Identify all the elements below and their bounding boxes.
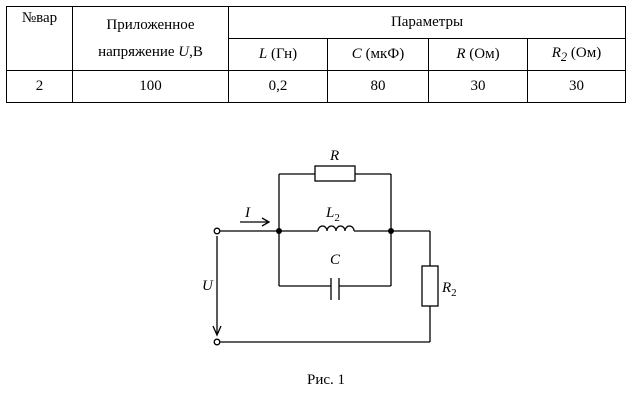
header-voltage-symbol: U — [178, 43, 190, 60]
inductor-L2 — [317, 225, 355, 232]
label-R2-sub: 2 — [451, 287, 457, 299]
cell-variant: 2 — [6, 70, 73, 103]
param-C-symbol: C — [351, 46, 362, 62]
header-variant-text: №вар — [21, 10, 58, 26]
header-param-L: L (Гн) — [228, 38, 328, 71]
header-voltage: Приложенное напряжение U,В — [72, 6, 229, 71]
figure-caption: Рис. 1 — [306, 372, 346, 388]
cell-R2: 30 — [527, 70, 626, 103]
label-L2-sub: 2 — [334, 212, 340, 224]
parameters-table: №вар Приложенное напряжение U,В Параметр… — [6, 6, 626, 103]
voltage-arrowhead — [212, 325, 222, 337]
terminal-bottom — [213, 338, 221, 346]
param-R2-symbol: R — [551, 44, 561, 61]
cell-C: 80 — [327, 70, 429, 103]
label-R2-symbol: R — [441, 280, 451, 296]
header-voltage-text: напряжение — [98, 43, 179, 60]
param-R2-unit: (Ом) — [567, 44, 602, 61]
header-param-R: R (Ом) — [428, 38, 528, 71]
label-I: I — [244, 205, 251, 221]
label-R: R — [329, 148, 339, 164]
resistor-R — [314, 165, 356, 182]
label-R2: R2 — [441, 280, 457, 299]
param-L-symbol: L — [258, 46, 268, 62]
header-voltage-unit: ,В — [189, 43, 203, 60]
cell-R: 30 — [428, 70, 528, 103]
param-C-unit: (мкФ) — [361, 46, 405, 62]
resistor-R2 — [421, 265, 439, 307]
cell-voltage: 100 — [72, 70, 229, 103]
param-L-unit: (Гн) — [267, 46, 298, 62]
param-R-symbol: R — [456, 46, 466, 62]
header-voltage-line2: напряжение U,В — [73, 44, 228, 61]
current-arrowhead — [261, 217, 271, 227]
label-U: U — [202, 278, 214, 294]
junction-left — [276, 228, 282, 234]
param-R-unit: (Ом) — [465, 46, 500, 62]
cell-L: 0,2 — [228, 70, 328, 103]
header-param-R2: R2 (Ом) — [527, 38, 626, 71]
label-L2: L2 — [325, 205, 340, 224]
header-parameters-text: Параметры — [390, 14, 464, 30]
label-C: C — [330, 252, 341, 268]
label-L2-symbol: L — [325, 205, 334, 221]
header-voltage-line1: Приложенное — [106, 16, 195, 33]
param-R2-sub: 2 — [560, 49, 568, 64]
terminal-top — [213, 227, 221, 235]
header-variant: №вар — [6, 6, 73, 71]
